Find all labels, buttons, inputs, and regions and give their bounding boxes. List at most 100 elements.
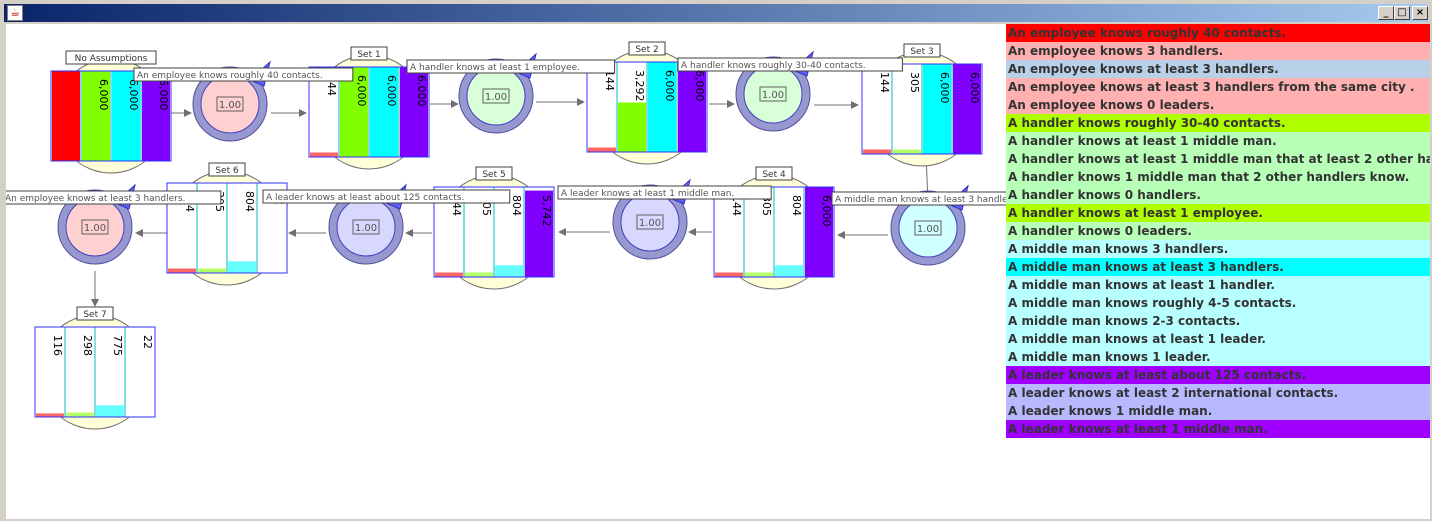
set-label-box <box>903 43 941 58</box>
set-label: Set 3 <box>910 47 933 57</box>
bar-fill <box>112 71 140 161</box>
bar-value: 6,000 <box>663 70 676 102</box>
set-label-box <box>65 50 157 65</box>
set-border <box>861 63 983 155</box>
legend-item[interactable]: A handler knows roughly 30-40 contacts. <box>1006 114 1430 132</box>
set-border <box>166 182 288 274</box>
bar-value: 6,000 <box>415 75 428 107</box>
legend-item[interactable]: An employee knows 3 handlers. <box>1006 42 1430 60</box>
bar-value: 144 <box>603 70 616 91</box>
bar-value: 22 <box>141 335 154 349</box>
assumption-label: An employee knows at least 3 handlers. <box>6 194 185 204</box>
close-button[interactable]: × <box>1412 6 1428 20</box>
legend-item[interactable]: A handler knows 1 middle man that 2 othe… <box>1006 168 1430 186</box>
legend-item[interactable]: A handler knows at least 1 middle man th… <box>1006 150 1430 168</box>
probability-box <box>914 220 942 236</box>
bar-fill <box>715 272 743 277</box>
legend-item[interactable]: A middle man knows 3 handlers. <box>1006 240 1430 258</box>
probability-value: 1.00 <box>355 223 377 234</box>
probability-value: 1.00 <box>639 218 661 229</box>
bar-value: 6,000 <box>97 79 110 111</box>
assumption-node-3[interactable]: 1.00A handler knows roughly 30-40 contac… <box>677 50 903 132</box>
set-border <box>50 70 172 162</box>
bar-value: 775 <box>111 335 124 356</box>
bar-frame <box>743 186 775 278</box>
set-border <box>308 66 430 158</box>
set-label: Set 6 <box>215 166 239 176</box>
legend-item[interactable]: A middle man knows at least 1 handler. <box>1006 276 1430 294</box>
title-bar[interactable]: ☕ _ □ × <box>4 4 1428 22</box>
assumption-node-5[interactable]: 1.00 A leader knows at least 1 middle man… <box>557 178 772 260</box>
legend-item[interactable]: An employee knows at least 3 handlers fr… <box>1006 78 1430 96</box>
bar-fill <box>775 265 803 277</box>
bar-frame <box>64 326 96 418</box>
bar-value: 298 <box>81 335 94 356</box>
legend-item[interactable]: A leader knows 1 middle man. <box>1006 402 1430 420</box>
legend-item[interactable]: A middle man knows 1 leader. <box>1006 348 1430 366</box>
bar-fill <box>36 413 64 417</box>
assumption-label-box <box>677 57 903 72</box>
set-border <box>34 326 156 418</box>
bar-frame <box>773 186 805 278</box>
assumption-node-4[interactable]: 1.00A middle man knows at least 3 handle… <box>831 184 1057 266</box>
probability-value: 1.00 <box>485 92 507 103</box>
legend-item[interactable]: An employee knows at least 3 handlers. <box>1006 60 1430 78</box>
legend-item[interactable]: A handler knows at least 1 middle man. <box>1006 132 1430 150</box>
set-label: Set 5 <box>482 170 505 180</box>
maximize-button[interactable]: □ <box>1394 6 1410 20</box>
minimize-button[interactable]: _ <box>1378 6 1394 20</box>
assumption-label: A leader knows at least 1 middle man. <box>561 189 734 199</box>
assumption-label: A handler knows at least 1 employee. <box>410 63 580 73</box>
legend-item[interactable]: A leader knows at least 1 middle man. <box>1006 420 1430 438</box>
probability-box <box>81 219 109 235</box>
legend-item[interactable]: A middle man knows 2-3 contacts. <box>1006 312 1430 330</box>
legend-item[interactable]: A leader knows at least 2 international … <box>1006 384 1430 402</box>
bar-fill <box>96 405 124 417</box>
legend-item[interactable]: A middle man knows roughly 4-5 contacts. <box>1006 294 1430 312</box>
probability-box <box>759 86 787 102</box>
assumption-label: A middle man knows at least 3 handlers. <box>835 195 1006 205</box>
set-label: No Assumptions <box>75 54 148 64</box>
legend-item[interactable]: A handler knows at least 1 employee. <box>1006 204 1430 222</box>
assumption-label-box <box>262 189 511 204</box>
probability-box <box>636 214 664 230</box>
legend-item[interactable]: A middle man knows at least 1 leader. <box>1006 330 1430 348</box>
legend-item[interactable]: An employee knows 0 leaders. <box>1006 96 1430 114</box>
legend-item[interactable]: A middle man knows at least 3 handlers. <box>1006 258 1430 276</box>
set-label-box <box>208 162 246 177</box>
bar-fill <box>588 147 616 152</box>
assumption-node-2[interactable]: 1.00 A handler knows at least 1 employee. <box>406 52 616 134</box>
bar-fill <box>745 272 773 277</box>
bar-fill <box>953 64 981 154</box>
set-label-box <box>350 46 388 61</box>
legend-item[interactable]: A handler knows 0 handlers. <box>1006 186 1430 204</box>
legend-item[interactable]: An employee knows roughly 40 contacts. <box>1006 24 1430 42</box>
bar-fill <box>648 62 676 152</box>
bar-fill <box>198 268 226 273</box>
legend-item[interactable]: A leader knows at least about 125 contac… <box>1006 366 1430 384</box>
set-label: Set 4 <box>762 170 786 180</box>
set-node-6[interactable]: Set 614430580422 <box>166 162 288 286</box>
bar-fill <box>310 152 338 157</box>
assumption-node-6[interactable]: 1.00A leader knows at least about 125 co… <box>262 183 511 265</box>
bar-fill <box>168 268 196 273</box>
bar-value: 804 <box>510 195 523 216</box>
legend-item[interactable]: A handler knows 0 leaders. <box>1006 222 1430 240</box>
probability-value: 1.00 <box>762 90 784 101</box>
bar-fill <box>435 272 463 277</box>
assumption-label: An employee knows roughly 40 contacts. <box>137 71 323 81</box>
bar-value: 6,000 <box>693 70 706 102</box>
set-border <box>713 186 835 278</box>
